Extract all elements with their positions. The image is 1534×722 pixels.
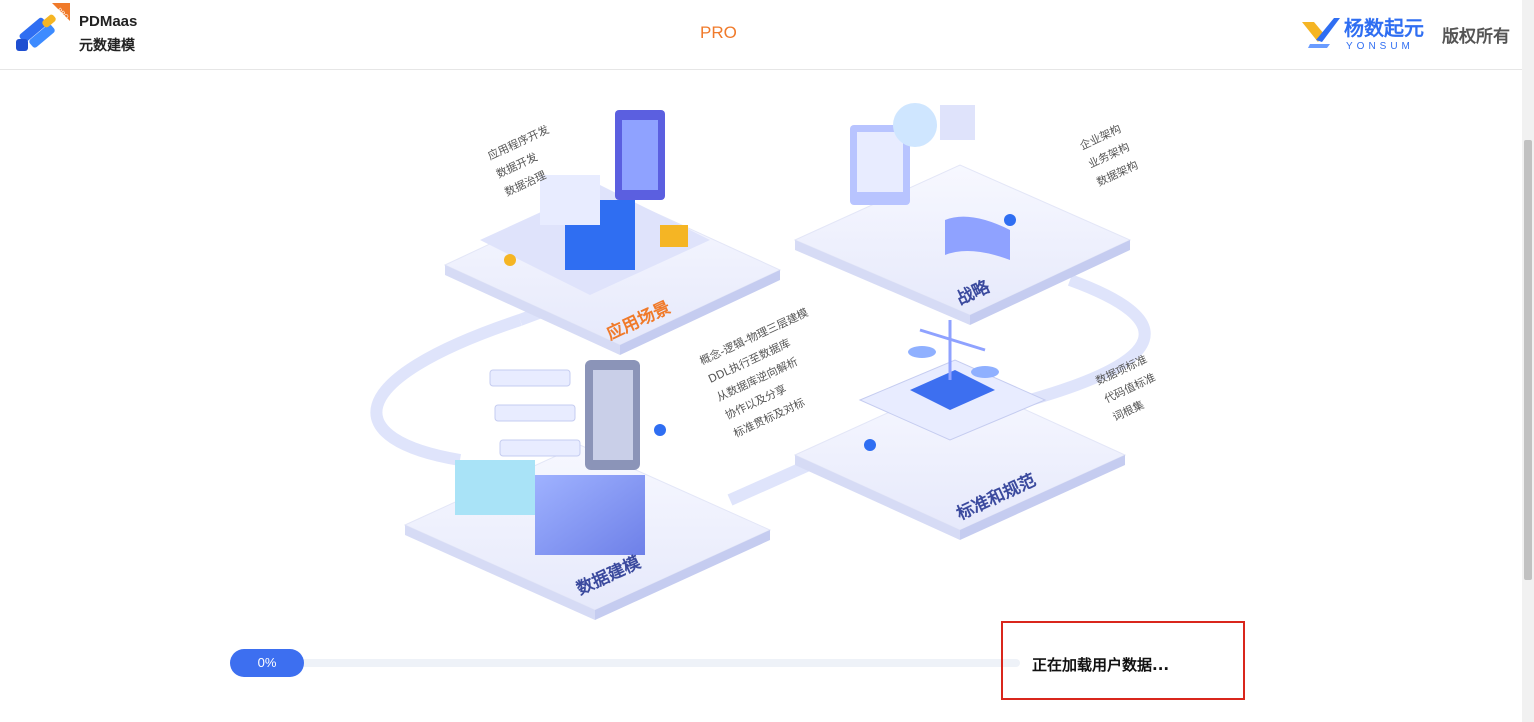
loading-status-text: 正在加载用户数据... xyxy=(1032,656,1170,674)
app-subtitle: 元数建模 xyxy=(79,38,135,54)
app-name: PDMaas xyxy=(79,13,138,30)
progress-track xyxy=(230,659,1020,667)
data-modeling-platform xyxy=(403,360,772,620)
highlight-box xyxy=(1001,621,1245,700)
standards-platform xyxy=(793,320,1127,540)
strategy-platform xyxy=(793,103,1132,325)
loading-illustration: 应用场景 应用程序开发 数据开发 数据治理 战略 企业架构 业务架构 数据架构 xyxy=(370,103,1158,620)
brand-english-name: YONSUM xyxy=(1346,41,1414,52)
progress-percent: 0% xyxy=(257,655,277,670)
app-scenario-item: 应用程序开发 xyxy=(485,122,551,163)
pdmaas-logo-icon: PRO xyxy=(16,3,70,51)
yonsum-logo-icon xyxy=(1302,18,1340,48)
brand-name: 杨数起元 xyxy=(1344,16,1424,40)
edition-label: PRO xyxy=(700,23,737,42)
scrollbar-thumb[interactable] xyxy=(1524,140,1532,580)
progress-bar-fill xyxy=(230,649,304,677)
copyright-label: 版权所有 xyxy=(1442,27,1510,47)
header-bar: PRO PDMaas 元数建模 PRO 杨数起元 YONSUM 版权所有 xyxy=(0,0,1522,70)
app-scenario-platform xyxy=(443,110,782,355)
